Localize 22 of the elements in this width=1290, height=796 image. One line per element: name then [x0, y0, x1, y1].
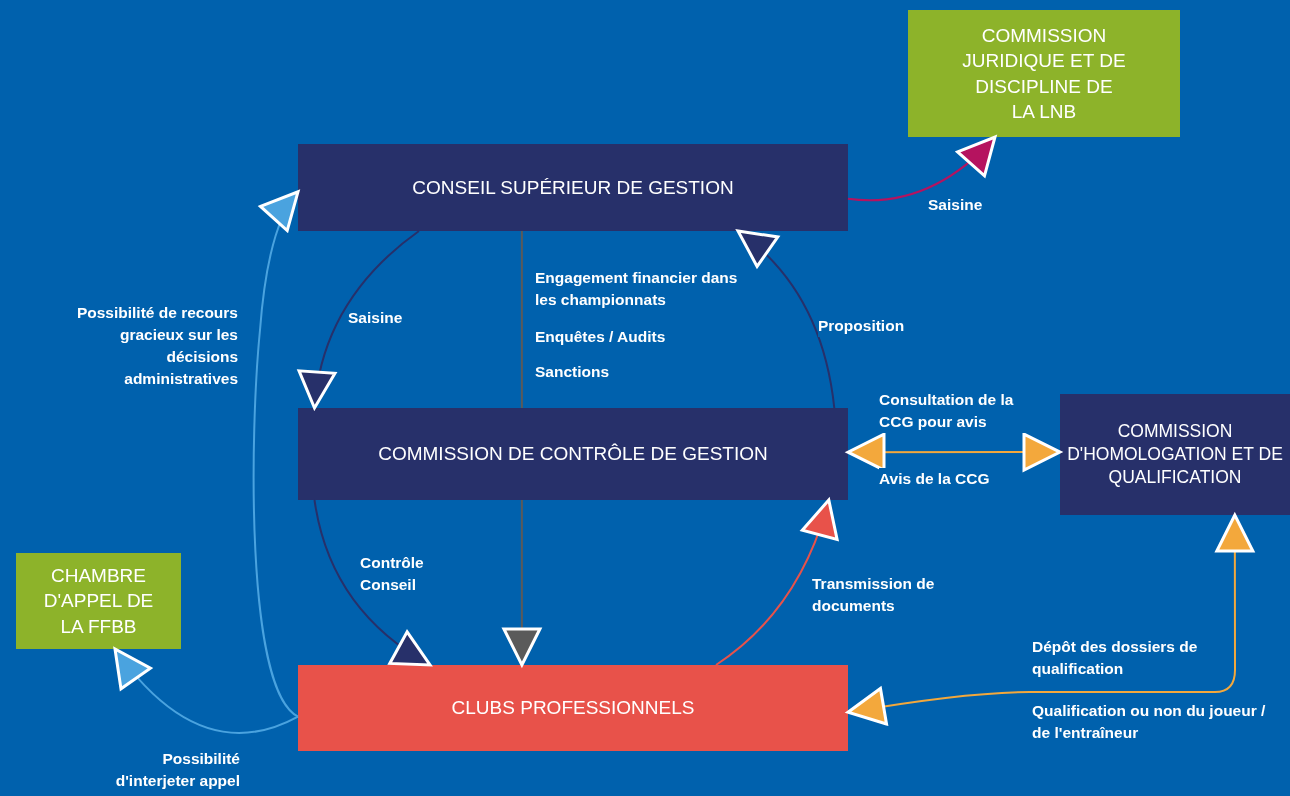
process-box [298, 408, 848, 500]
box-title: COMMISSION D'HOMOLOGATION ET DE QUALIFICATION [1066, 419, 1284, 490]
process-box [16, 553, 181, 649]
process-box [1060, 394, 1290, 515]
process-box [298, 665, 848, 751]
process-box [298, 144, 848, 231]
process-box [908, 10, 1180, 137]
box-title: COMMISSION DE CONTRÔLE DE GESTION [378, 442, 768, 467]
arrow [715, 498, 838, 666]
arrow [846, 432, 1062, 472]
arrow [736, 229, 836, 409]
arrow [313, 499, 432, 667]
box-title: CLUBS PROFESSIONNELS [451, 696, 695, 721]
arrow [502, 499, 542, 667]
box-title: COMMISSION JURIDIQUE ET DE DISCIPLINE DE LA LNB [961, 24, 1127, 124]
arrow [847, 135, 997, 202]
arrow [846, 513, 1255, 726]
box-title: CONSEIL SUPÉRIEUR DE GESTION [412, 175, 734, 200]
arrow [252, 190, 300, 718]
arrow [113, 647, 299, 734]
arrow [298, 230, 420, 410]
box-title: CHAMBRE D'APPEL DE LA FFBB [42, 564, 155, 639]
